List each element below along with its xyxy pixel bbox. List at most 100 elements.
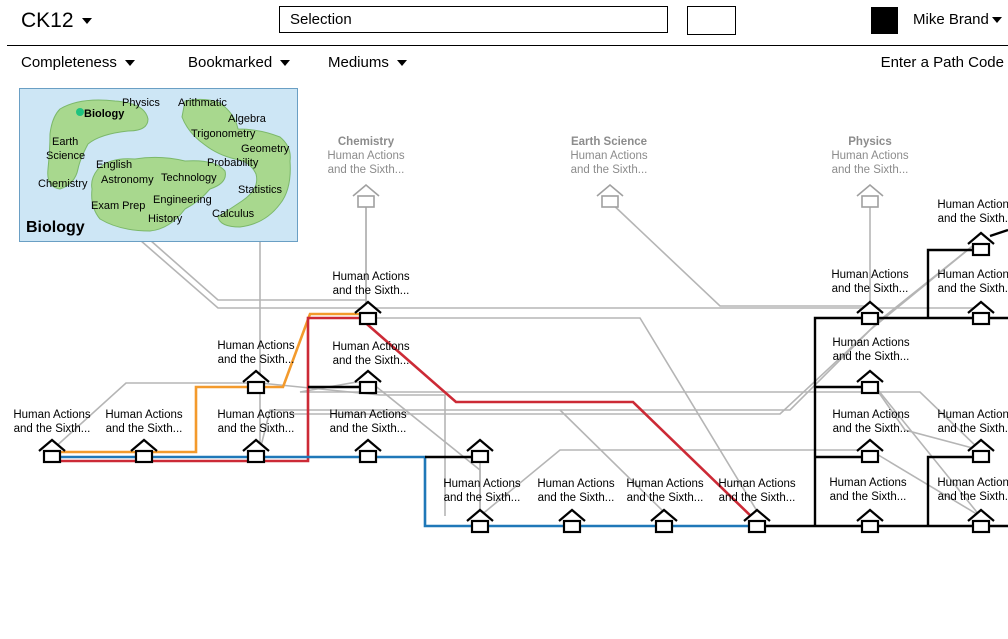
house-icon[interactable]	[352, 183, 380, 208]
node-label-line: Human Actions	[831, 150, 909, 162]
house-icon[interactable]	[242, 438, 270, 464]
house-icon[interactable]	[856, 300, 884, 326]
filter-completeness[interactable]: Completeness	[21, 53, 135, 73]
map-label[interactable]: English	[96, 159, 133, 171]
node-label-line: Human Actions	[327, 150, 405, 162]
house-icon[interactable]	[466, 438, 494, 464]
avatar[interactable]	[871, 7, 898, 34]
house-icon[interactable]	[856, 183, 884, 208]
map-label[interactable]: History	[148, 213, 183, 225]
node-label-line: and the Sixth...	[537, 492, 615, 504]
house-icon[interactable]	[743, 508, 771, 534]
house-icon[interactable]	[650, 508, 678, 534]
chevron-down-icon	[124, 60, 135, 67]
house-icon[interactable]	[38, 438, 66, 464]
map-label[interactable]: Chemistry	[38, 178, 88, 190]
connection-line	[869, 449, 981, 517]
search-button[interactable]	[687, 6, 736, 35]
node-label-line: Human Actions	[332, 271, 410, 283]
house-icon[interactable]	[967, 231, 995, 257]
chevron-down-icon	[280, 60, 291, 67]
map-land	[47, 98, 291, 232]
node-label-line: Human Actions	[217, 340, 295, 352]
node-label-line: Human Actions	[13, 409, 91, 421]
map-label[interactable]: Science	[46, 150, 86, 162]
connection-line	[479, 449, 870, 517]
house-icon[interactable]	[466, 508, 494, 534]
node-label-line: Human Actions	[937, 199, 1008, 211]
house-icon[interactable]	[242, 369, 270, 395]
house-icon[interactable]	[967, 438, 995, 464]
map-label[interactable]: Probability	[207, 157, 259, 169]
map-label[interactable]: Arithmatic	[178, 97, 227, 109]
map-label[interactable]: Calculus	[212, 208, 255, 220]
house-icon[interactable]	[354, 300, 382, 326]
house-icon[interactable]	[967, 508, 995, 534]
map-label[interactable]: Physics	[122, 97, 160, 109]
chevron-down-icon	[396, 60, 407, 67]
house-icon[interactable]	[354, 438, 382, 464]
node-label-line: Human Actions	[626, 478, 704, 490]
filter-mediums[interactable]: Mediums	[328, 53, 407, 73]
node-label-line: Human Actions	[217, 409, 295, 421]
map-label[interactable]: Technology	[161, 172, 217, 184]
search-input[interactable]	[279, 6, 668, 33]
map-label[interactable]: Astronomy	[101, 174, 154, 186]
map-label[interactable]: Trigonometry	[191, 128, 256, 140]
house-icon[interactable]	[130, 438, 158, 464]
brand-menu[interactable]: CK12	[21, 9, 92, 33]
node-label-line: and the Sixth...	[443, 492, 521, 504]
filter-label: Bookmarked	[188, 54, 273, 71]
map-label[interactable]: Exam Prep	[91, 200, 146, 212]
house-icon[interactable]	[856, 438, 884, 464]
house-icon[interactable]	[558, 508, 586, 534]
house-icon[interactable]	[856, 369, 884, 395]
user-name: Mike Brand	[913, 11, 989, 28]
node-label-line: and the Sixth...	[832, 351, 910, 363]
subject-name: Earth Science	[570, 136, 648, 148]
map-label[interactable]: Earth	[52, 136, 79, 148]
map-label[interactable]: Engineering	[153, 194, 212, 206]
map-label[interactable]: Geometry	[241, 143, 290, 155]
filter-bookmarked[interactable]: Bookmarked	[188, 53, 291, 73]
node-label-line: and the Sixth...	[937, 213, 1008, 225]
house-icon[interactable]	[856, 508, 884, 534]
house-icon[interactable]	[354, 369, 382, 395]
map-label[interactable]: Statistics	[238, 184, 283, 196]
connection-line	[259, 239, 981, 451]
path-code-link[interactable]: Enter a Path Code	[880, 54, 1004, 71]
connection-line	[869, 379, 981, 451]
connection-line	[607, 199, 870, 307]
house-icon[interactable]	[596, 183, 624, 208]
node-label-line: and the Sixth...	[332, 355, 410, 367]
user-menu[interactable]: Mike Brand	[913, 10, 1002, 30]
house-icon[interactable]	[967, 300, 995, 326]
subject-name: Physics	[848, 136, 892, 148]
node-label-line: and the Sixth...	[937, 283, 1008, 295]
node-label[interactable]: Human Actions and the Sixth...	[926, 198, 1008, 226]
subject-map[interactable]: Physics Arithmatic Biology Algebra Trigo…	[19, 88, 298, 242]
map-label[interactable]: Biology	[84, 108, 125, 120]
map-label[interactable]: Algebra	[228, 113, 266, 125]
